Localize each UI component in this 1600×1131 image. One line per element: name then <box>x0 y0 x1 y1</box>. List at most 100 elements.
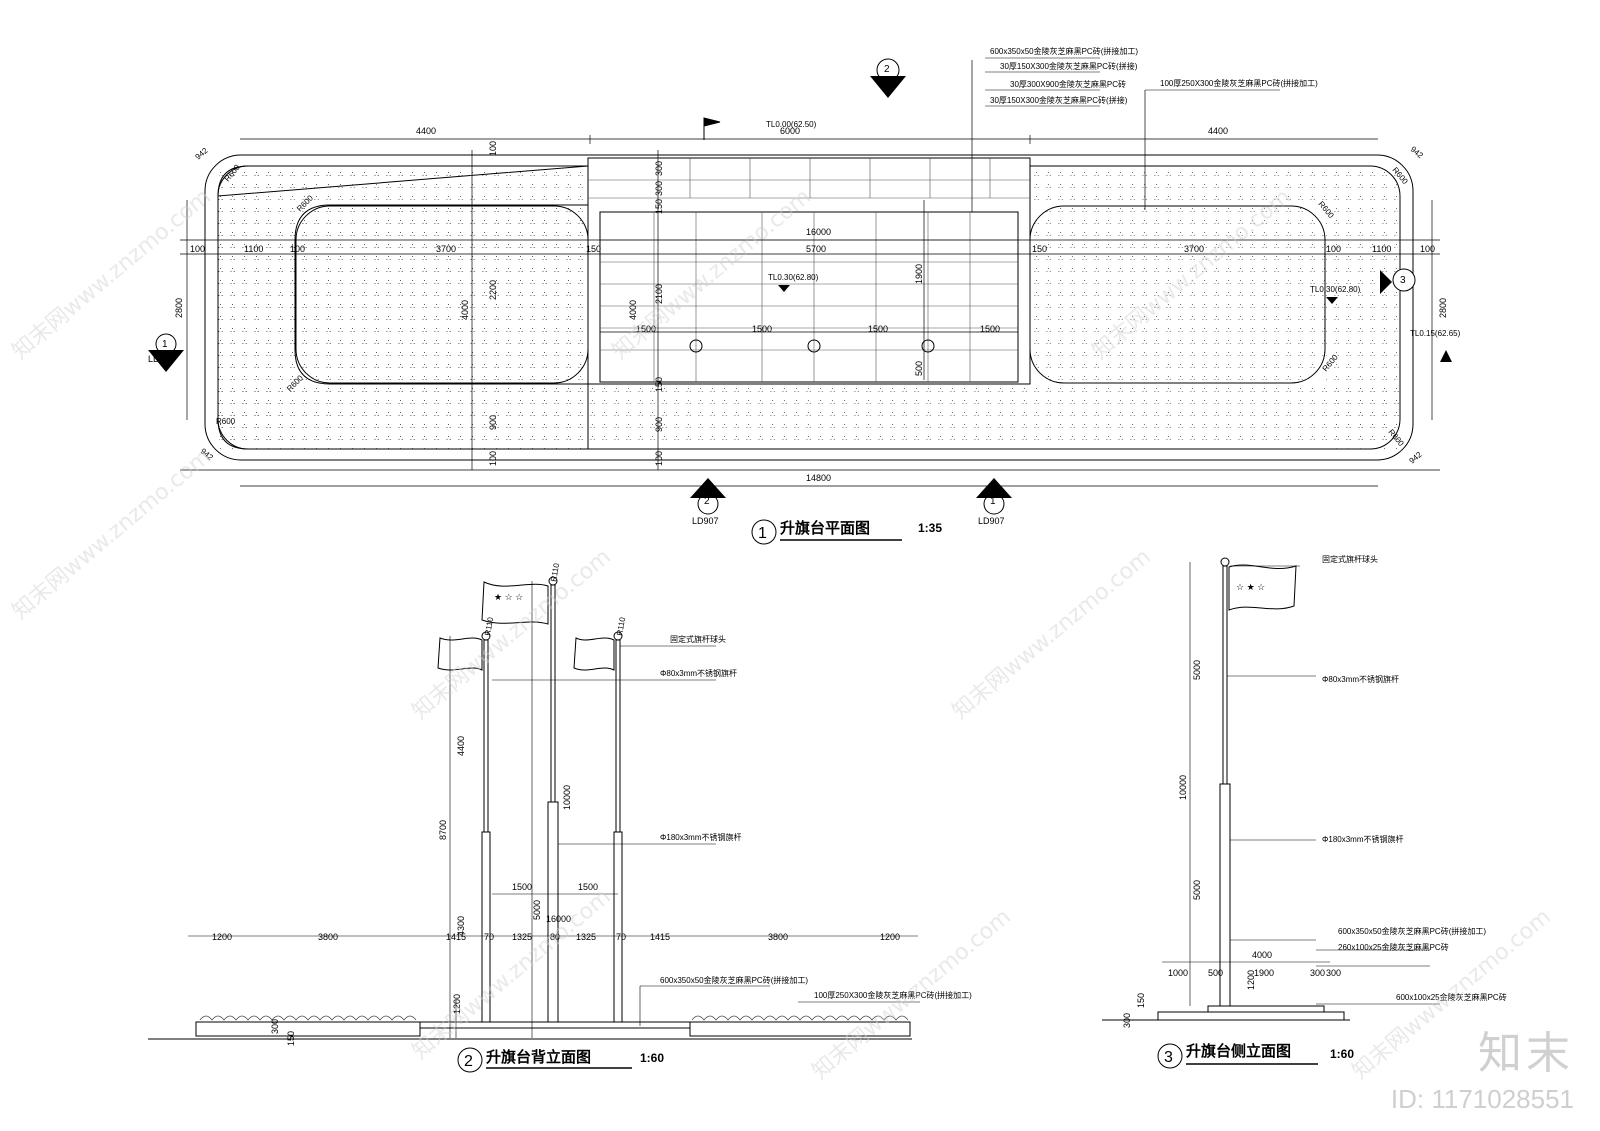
note-right: 100厚250X300金陵灰芝麻黑PC砖(拼接加工) <box>1160 78 1318 88</box>
dim-post-1: 1500 <box>752 324 772 334</box>
plan-scale: 1:35 <box>918 521 942 535</box>
level-1: TL0.30(62.80) <box>768 273 819 282</box>
back-base-4: 1325 <box>512 932 532 942</box>
pole-left-ball <box>481 631 491 641</box>
watermark-4: 知末网www.znzmo.com <box>408 544 616 724</box>
section-callout-top: 2 — <box>870 58 906 98</box>
dim-top-left: 4400 <box>416 126 436 136</box>
dim-left-900: 900 <box>488 415 498 430</box>
right-bed-fill <box>1030 167 1398 204</box>
side-note-paving-2: 260x100x25金陵灰芝麻黑PC砖 <box>1338 942 1449 952</box>
dim-center-100: 100 <box>654 451 664 466</box>
side-base-2: 1900 <box>1254 968 1274 978</box>
callout-0-num: 2 <box>884 64 890 75</box>
back-base-7: 70 <box>616 932 626 942</box>
side-title: 3 升旗台侧立面图 1:60 <box>1157 1042 1354 1069</box>
back-base-8: 1415 <box>650 932 670 942</box>
section-callout-left: 1 LD908 <box>148 333 184 372</box>
level-marker-2 <box>1440 350 1452 362</box>
left-bed-fill-3 <box>219 385 1399 448</box>
dim-center-2100: 2100 <box>654 284 664 304</box>
side-title-text: 升旗台侧立面图 <box>1186 1042 1291 1060</box>
back-base-5: 80 <box>550 932 560 942</box>
dim-left-100-top: 100 <box>488 141 498 156</box>
callout-3-num: 2 <box>704 496 710 507</box>
watermark-0: 知末网www.znzmo.com <box>8 184 216 364</box>
level-marker-0 <box>778 285 790 292</box>
dim-center-150b: 150 <box>654 377 664 392</box>
dim-row-4: 150 <box>586 244 601 254</box>
callout-2-num: 3 <box>1400 275 1406 286</box>
side-elevation: ☆ ★ ☆ <box>1102 557 1440 1021</box>
dim-post-0: 1500 <box>636 324 656 334</box>
side-note-pole-top: Φ80x3mm不锈钢旗杆 <box>1322 674 1399 684</box>
watermark-6: 知末网www.znzmo.com <box>408 884 616 1064</box>
dim-bottom: 14800 <box>806 473 831 483</box>
side-note-paving-3: 600x100x25金陵灰芝麻黑PC砖 <box>1396 992 1507 1002</box>
dim-top-center: 6000 <box>780 126 800 136</box>
dim-center-150a: 150 <box>654 199 664 214</box>
radius-2: R600 <box>216 417 236 426</box>
dim-left-vertical: 2800 <box>174 298 184 318</box>
side-pole-upper <box>1222 565 1228 785</box>
dim-row-0: 100 <box>190 244 205 254</box>
back-note-pole-top: Φ80x3mm不锈钢旗杆 <box>660 668 737 678</box>
pole-center-lower <box>547 801 559 1023</box>
corner-dim-0: 942 <box>194 146 210 162</box>
back-base-6: 1325 <box>576 932 596 942</box>
back-note-pole-bottom: Φ180x3mm不锈钢旗杆 <box>660 832 742 842</box>
back-dim-v-7: 300 <box>270 1019 280 1034</box>
flag-left <box>437 637 483 671</box>
back-base-1: 3800 <box>318 932 338 942</box>
dim-total: 16000 <box>806 227 831 237</box>
back-dim-v-3: 5000 <box>532 900 542 920</box>
level-3: TL0.15(62.65) <box>1410 329 1461 338</box>
level-marker-1 <box>1326 297 1338 304</box>
dim-row-7: 3700 <box>1184 244 1204 254</box>
back-note-paving-1: 600x350x50金陵灰芝麻黑PC砖(拼接加工) <box>660 975 808 985</box>
callout-1-num: 1 <box>162 339 168 350</box>
section-callout-right: 3 — <box>1380 268 1416 295</box>
back-title: 2 升旗台背立面图 1:60 <box>457 1047 664 1073</box>
side-dim-4000: 4000 <box>1252 950 1272 960</box>
watermark-3: 知末网www.znzmo.com <box>8 444 216 624</box>
side-title-num: 3 <box>1164 1049 1173 1066</box>
side-base <box>1207 1005 1325 1013</box>
callout-4-sheet: LD907 <box>978 516 1005 526</box>
side-note-pole-bottom: Φ180x3mm不锈钢旗杆 <box>1322 834 1404 844</box>
back-base-2: 1415 <box>446 932 466 942</box>
dim-right-vertical: 2800 <box>1438 298 1448 318</box>
side-pole-ball <box>1220 557 1230 567</box>
dim-row-3: 100 <box>290 244 305 254</box>
note-1: 30厚150X300金陵灰芝麻黑PC砖(拼接) <box>1000 61 1138 71</box>
back-title-text: 升旗台背立面图 <box>486 1048 591 1066</box>
level-0: TL0.00(62.50) <box>766 120 817 129</box>
dim-row-6: 150 <box>1032 244 1047 254</box>
callout-0-sheet: — <box>883 77 891 86</box>
plan-title: 1 升旗台平面图 1:35 <box>751 519 942 545</box>
flag-stars: ★ ☆ ☆ <box>494 592 523 602</box>
callout-1-sheet: LD908 <box>148 354 175 364</box>
flagpole-hole-right <box>921 339 935 353</box>
plan-title-num: 1 <box>758 525 767 542</box>
level-flag-icon <box>703 117 721 140</box>
platform-left <box>195 1021 421 1037</box>
image-id-label: ID: 1171028551 <box>1390 1084 1574 1114</box>
watermark-5: 知末网www.znzmo.com <box>948 544 1156 724</box>
side-dim-v-2: 5000 <box>1192 880 1202 900</box>
back-base-3: 70 <box>484 932 494 942</box>
pole-right-lower <box>613 831 623 1023</box>
dim-center-300a: 300 <box>654 161 664 176</box>
planting-left <box>199 1015 417 1021</box>
platform-right <box>689 1021 911 1037</box>
dim-row-5: 5700 <box>806 244 826 254</box>
side-scale: 1:60 <box>1330 1047 1354 1061</box>
pole-center-ball <box>548 576 558 586</box>
pole-center-upper <box>550 584 556 803</box>
back-base-10: 1200 <box>880 932 900 942</box>
back-r110-1: R110 <box>549 562 561 582</box>
flag-right <box>573 637 615 671</box>
side-dim-v-5: 300 <box>1122 1013 1132 1028</box>
note-3: 30厚150X300金陵灰芝麻黑PC砖(拼接) <box>990 95 1128 105</box>
